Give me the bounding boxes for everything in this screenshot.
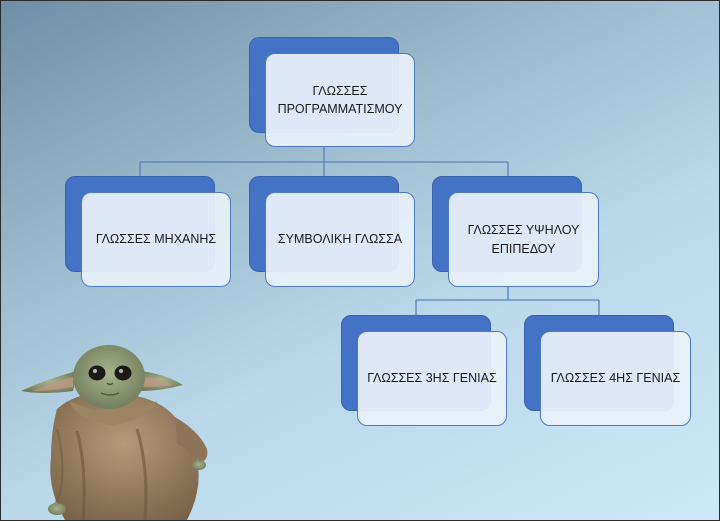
node-label: ΓΛΩΣΣΕΣ 4ΗΣ ΓΕΝΙΑΣ xyxy=(540,331,691,426)
node-label: ΓΛΩΣΣΕΣ ΥΨΗΛΟΥ ΕΠΙΠΕΔΟΥ xyxy=(448,192,599,287)
node-label: ΓΛΩΣΣΕΣ ΜΗΧΑΝΗΣ xyxy=(81,192,231,287)
node-programming-languages: ΓΛΩΣΣΕΣ ΠΡΟΓΡΑΜΜΑΤΙΣΜΟΥ xyxy=(249,37,416,148)
node-label: ΓΛΩΣΣΕΣ 3ΗΣ ΓΕΝΙΑΣ xyxy=(357,331,507,426)
node-label: ΓΛΩΣΣΕΣ ΠΡΟΓΡΑΜΜΑΤΙΣΜΟΥ xyxy=(265,53,415,147)
node-machine-languages: ΓΛΩΣΣΕΣ ΜΗΧΑΝΗΣ xyxy=(65,176,232,288)
node-3rd-generation-languages: ΓΛΩΣΣΕΣ 3ΗΣ ΓΕΝΙΑΣ xyxy=(341,315,508,427)
node-label: ΣΥΜΒΟΛΙΚΗ ΓΛΩΣΣΑ xyxy=(265,192,415,287)
node-symbolic-language: ΣΥΜΒΟΛΙΚΗ ΓΛΩΣΣΑ xyxy=(249,176,416,288)
node-high-level-languages: ΓΛΩΣΣΕΣ ΥΨΗΛΟΥ ΕΠΙΠΕΔΟΥ xyxy=(432,176,600,288)
node-4th-generation-languages: ΓΛΩΣΣΕΣ 4ΗΣ ΓΕΝΙΑΣ xyxy=(524,315,692,427)
baby-yoda-image xyxy=(21,345,208,520)
